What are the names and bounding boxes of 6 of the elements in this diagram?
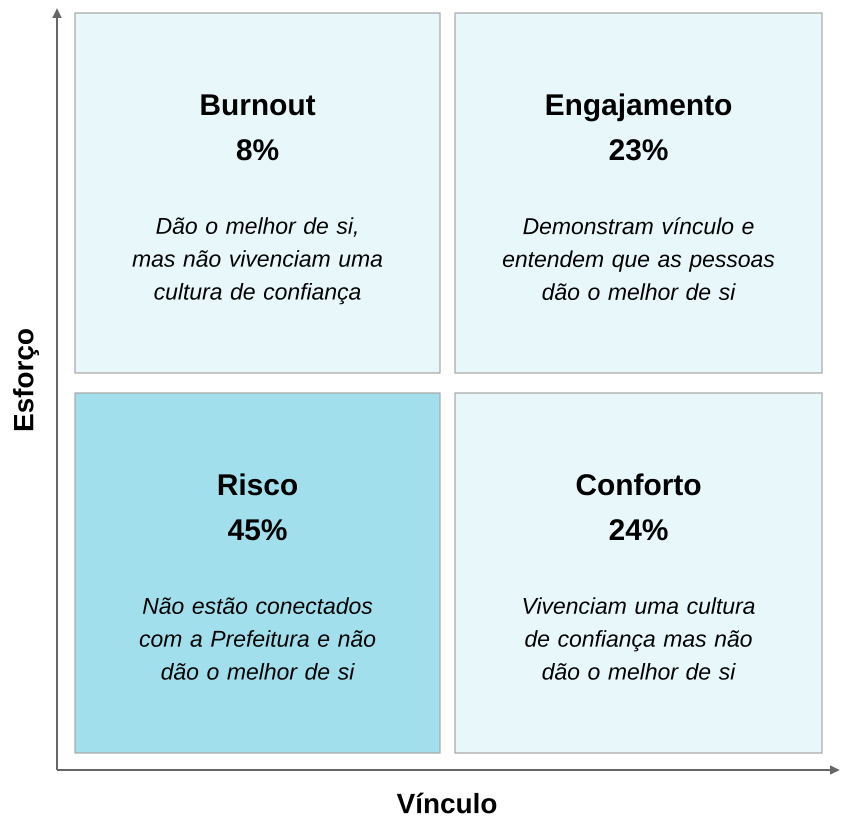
quadrant-box: Risco 45% Não estão conectados com a Prefeitura e não dão o melhor de si: [74, 392, 441, 754]
quadrant-box: Burnout 8% Dão o melhor de si, mas não vivenciam uma cultura de confiança: [74, 12, 441, 374]
quadrant-box: Engajamento 23% Demonstram vínculo e entendem que as pessoas dão o melhor de si: [454, 12, 823, 374]
axis-label: Esforço: [13, 329, 39, 430]
axis-label: Vínculo: [396, 792, 496, 814]
quadrant-box: Conforto 24% Vivenciam uma cultura de confiança mas não dão o melhor de si: [454, 392, 823, 754]
